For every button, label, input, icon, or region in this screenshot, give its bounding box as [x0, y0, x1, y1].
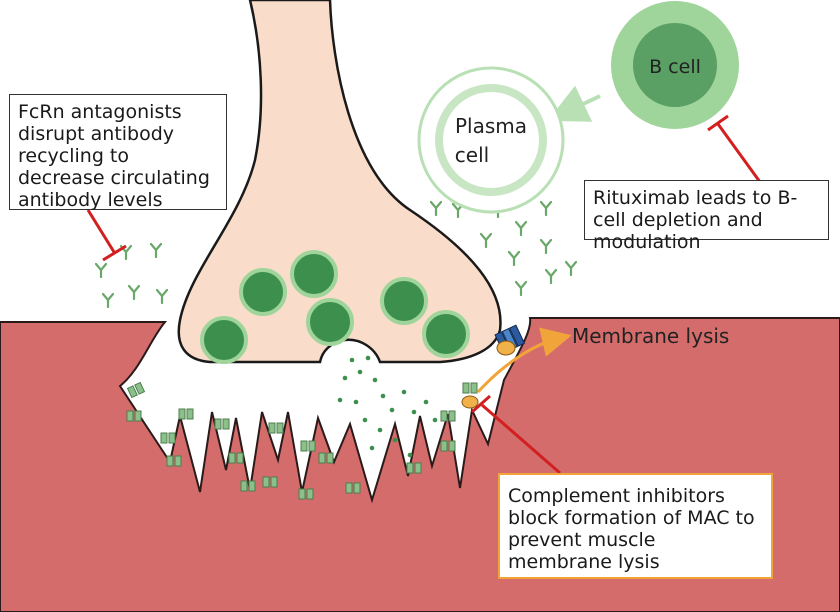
rituximab-callout: Rituximab leads to B-cell depletion and …: [584, 180, 829, 253]
b-cell: [611, 1, 739, 129]
complement-component-lower: [461, 395, 479, 409]
plasma-cell-label-1: Plasma: [455, 114, 527, 138]
membrane-lysis-arrow: [476, 327, 572, 394]
plasma-cell-label-2: cell: [455, 143, 489, 167]
complement-inhibitor-callout: Complement inhibitors block formation of…: [498, 473, 773, 579]
complement-inhibition-line: [471, 394, 561, 475]
acetylcholine-dots: [337, 355, 438, 458]
rituximab-inhibition-line: [707, 114, 762, 183]
differentiation-arrow: [547, 85, 601, 122]
fcrn-antagonist-callout: FcRn antagonists disrupt antibody recycl…: [9, 94, 227, 211]
synaptic-vesicles: [200, 250, 470, 364]
fcrn-inhibition-line: [86, 209, 127, 262]
complement-component: [496, 340, 516, 356]
b-cell-label: B cell: [649, 56, 701, 78]
plasma-cell: [417, 66, 565, 214]
membrane-lysis-label: Membrane lysis: [572, 324, 729, 348]
